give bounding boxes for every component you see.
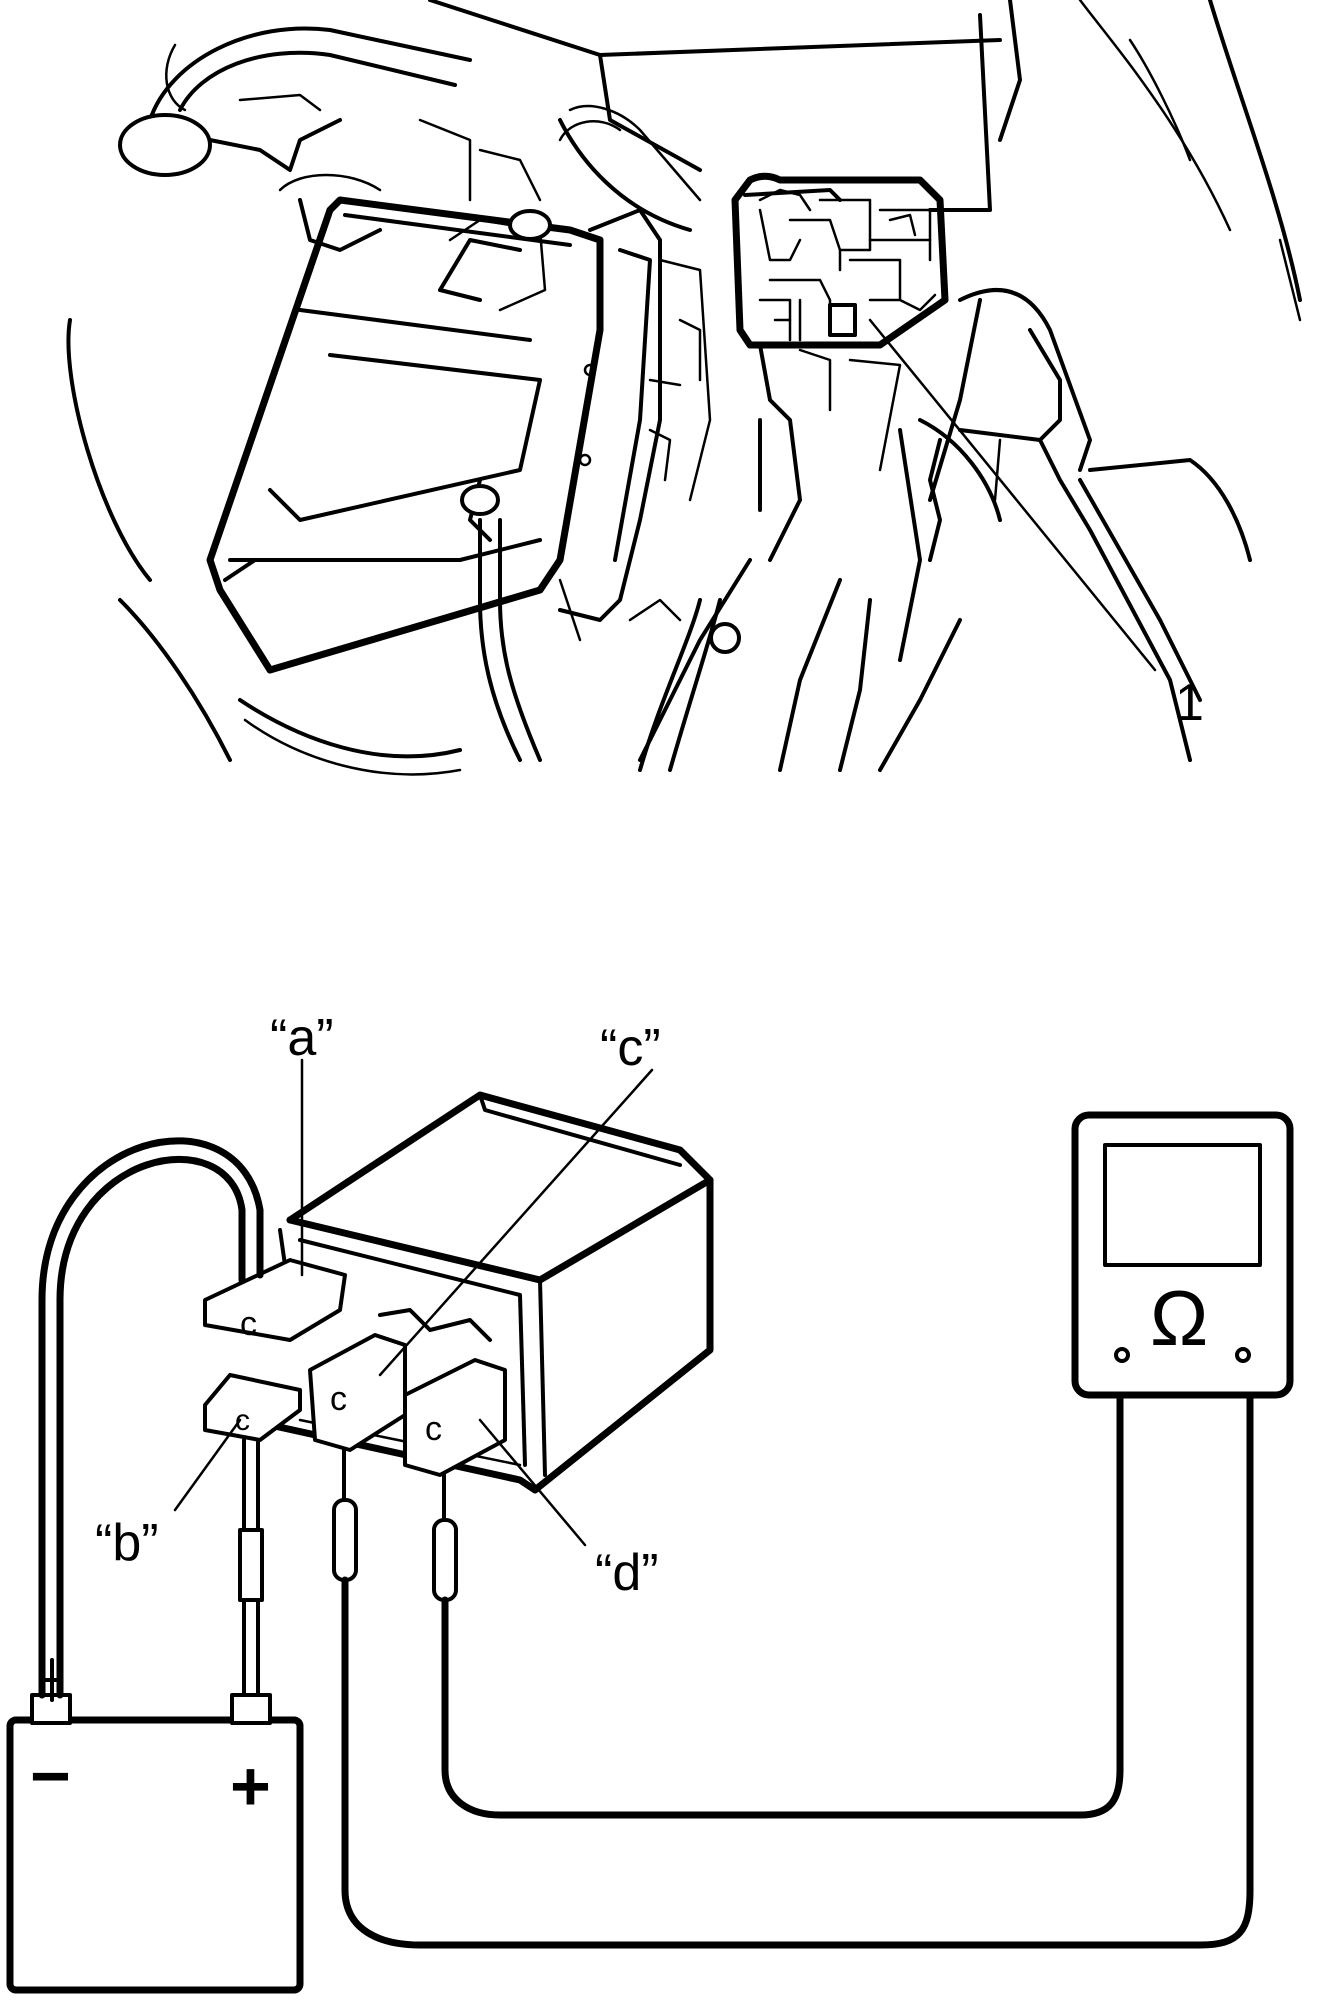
ohmmeter-display bbox=[1103, 1143, 1262, 1267]
callout-b: “b” bbox=[95, 1514, 159, 1572]
battery-positive-symbol: + bbox=[230, 1747, 271, 1825]
relay-test-circuit: c c c c − + bbox=[6, 1009, 1294, 1994]
callout-a: “a” bbox=[270, 1009, 334, 1067]
upper-left-hoses bbox=[66, 26, 542, 762]
relay-box bbox=[731, 172, 949, 562]
terminal-mark-d: c bbox=[425, 1410, 442, 1448]
battery-negative-symbol: − bbox=[30, 1737, 71, 1815]
ohmmeter: Ω bbox=[1071, 1111, 1294, 1399]
ohmmeter-jack-right bbox=[1235, 1347, 1251, 1363]
ohm-symbol: Ω bbox=[1150, 1274, 1208, 1362]
battery: − + bbox=[6, 1693, 304, 1994]
engine-compartment-illustration: 1 bbox=[66, 0, 1302, 776]
callout-c: “c” bbox=[600, 1019, 661, 1077]
relay-unit: c c c c bbox=[203, 1091, 714, 1494]
battery-positive-post bbox=[230, 1693, 272, 1725]
callout-d: “d” bbox=[595, 1544, 659, 1602]
callout-1: 1 bbox=[1175, 674, 1204, 732]
right-fender bbox=[638, 238, 1302, 772]
center-bracket bbox=[558, 208, 741, 772]
callouts: “a” “c” “b” “d” bbox=[95, 1009, 661, 1602]
terminal-mark-a: c bbox=[240, 1305, 257, 1343]
ohmmeter-jack-left bbox=[1114, 1347, 1130, 1363]
bulkhead-structure bbox=[428, 0, 1302, 302]
leader-line-1 bbox=[868, 318, 1157, 672]
ohmmeter-body bbox=[1071, 1111, 1294, 1399]
wire-positive-to-b bbox=[238, 1438, 264, 1697]
terminal-mark-c: c bbox=[330, 1380, 347, 1418]
battery-body bbox=[6, 1716, 304, 1994]
probe-leads bbox=[332, 1391, 1254, 1949]
terminal-mark-b: c bbox=[235, 1404, 250, 1437]
battery-in-engine-bay bbox=[206, 196, 604, 776]
wire-negative-to-a bbox=[38, 1137, 264, 1702]
